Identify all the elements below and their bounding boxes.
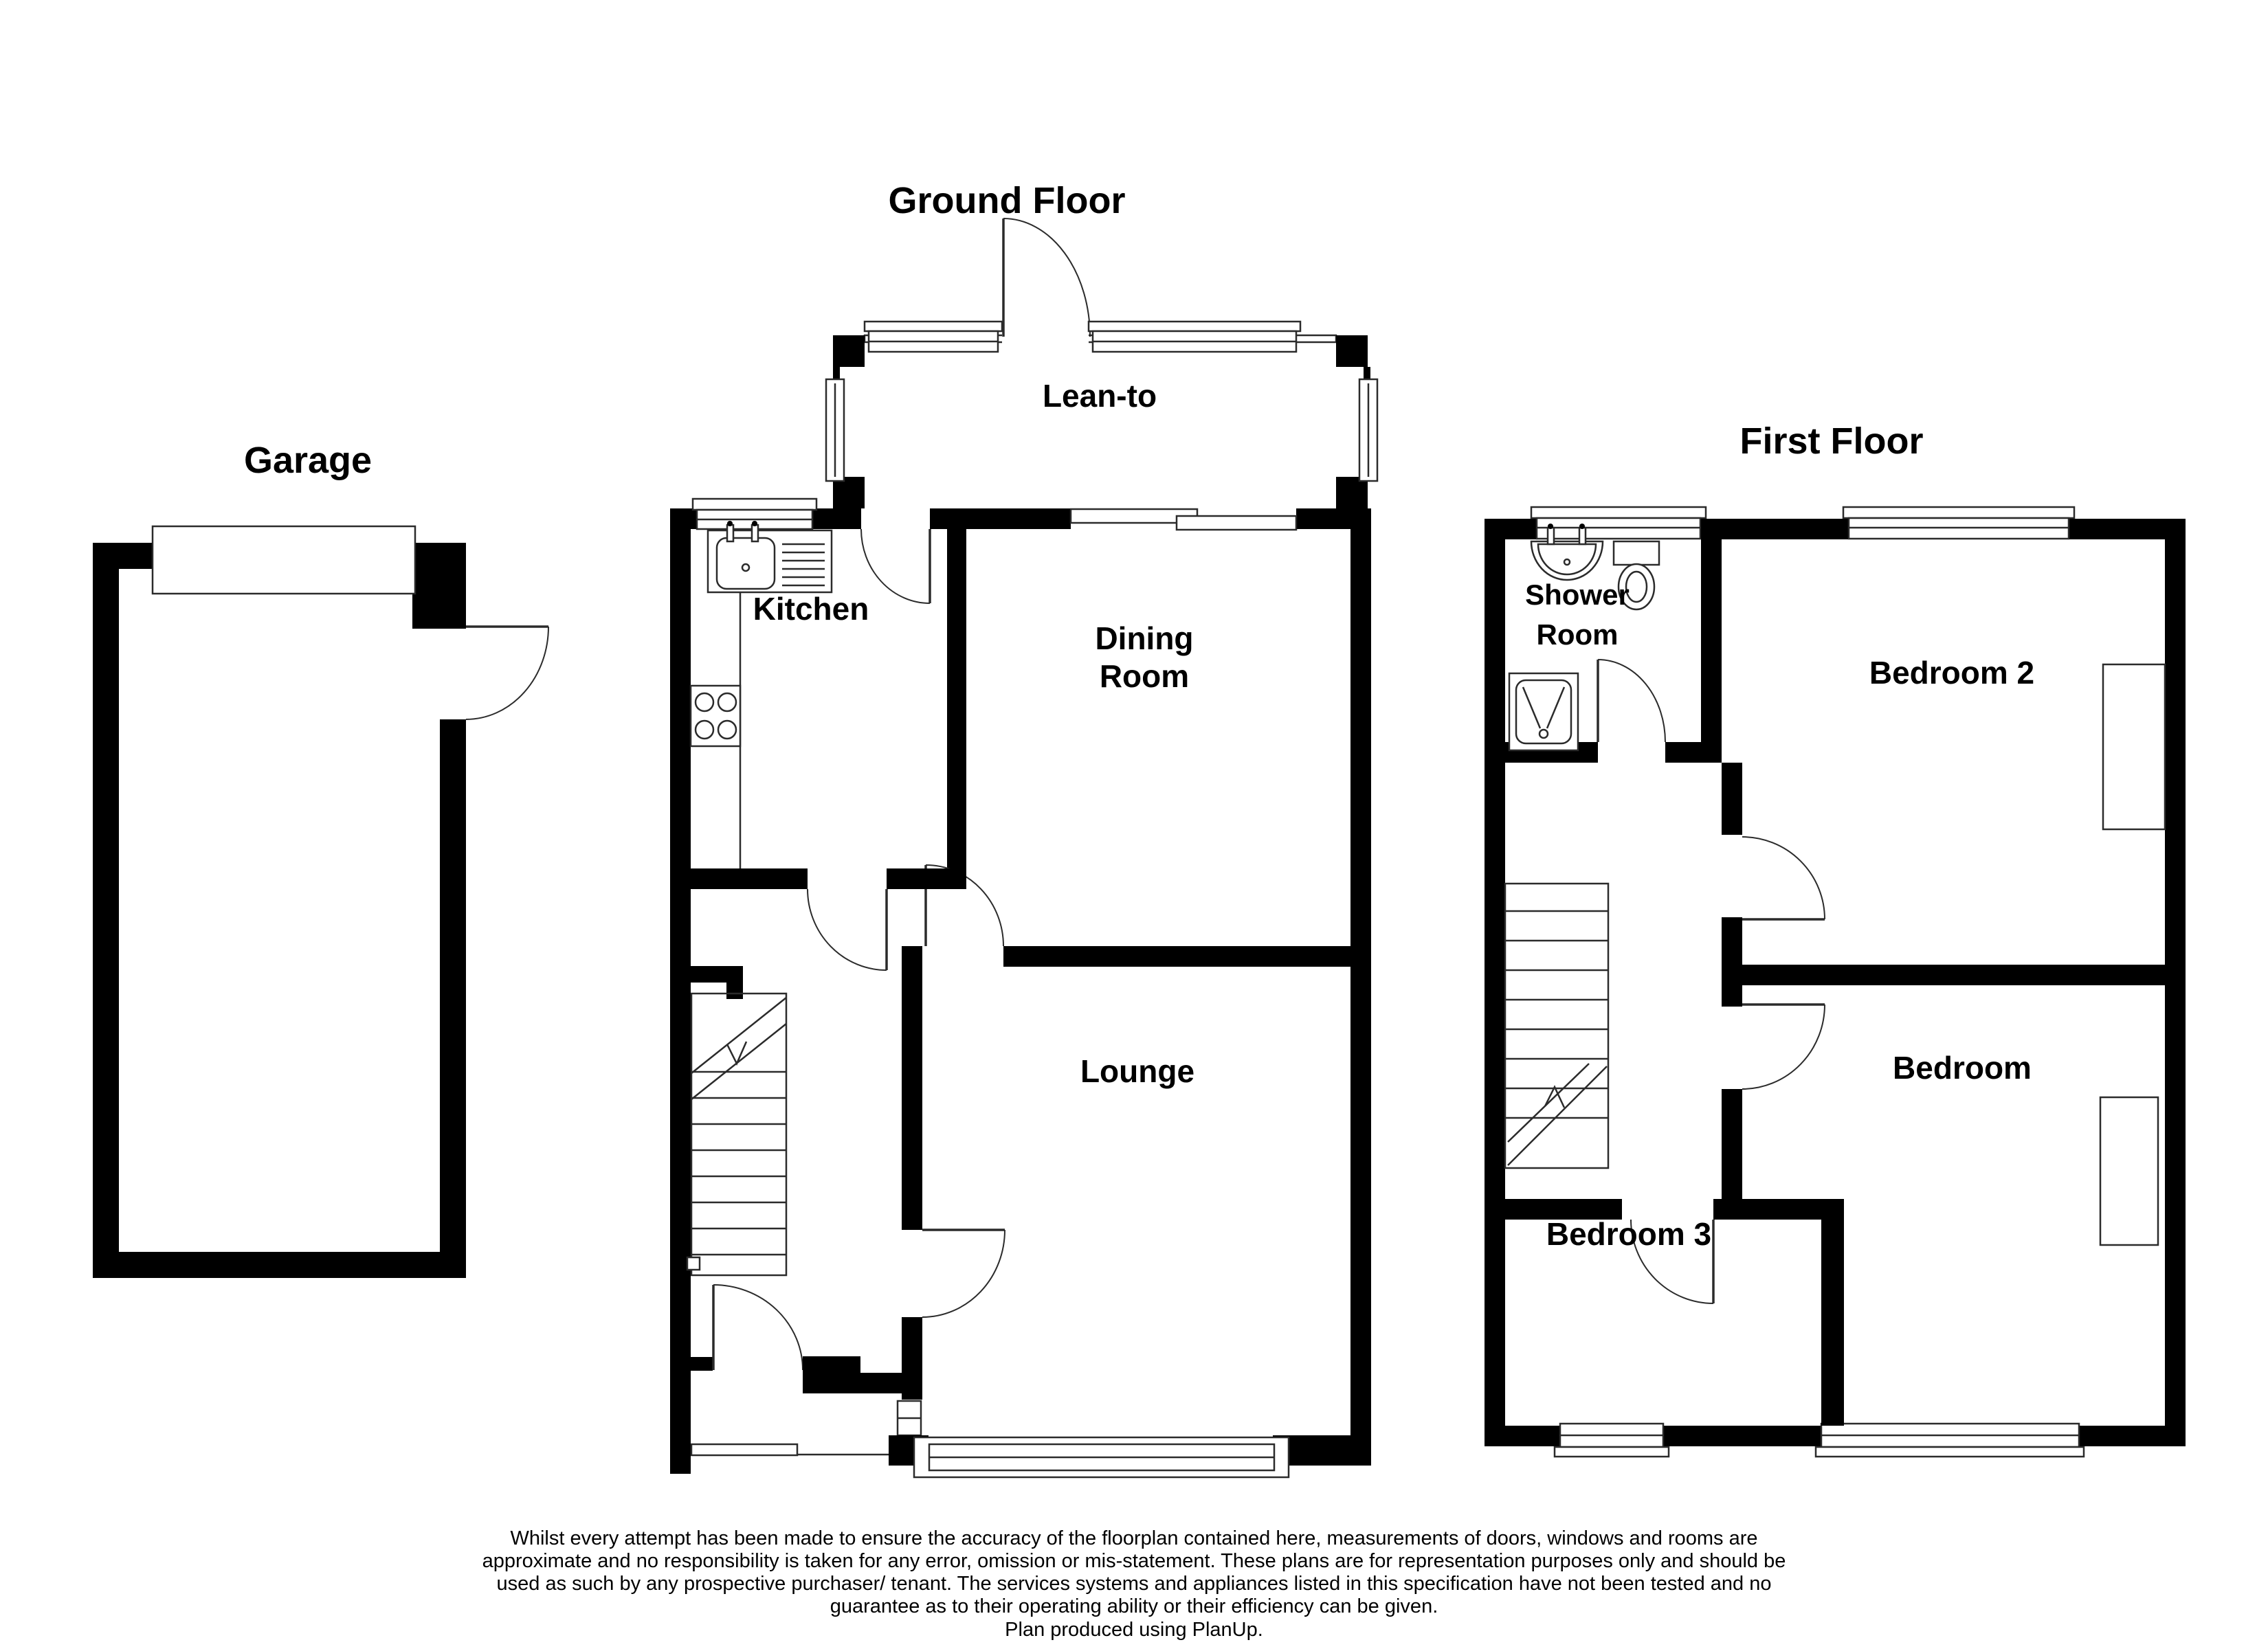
garage-plan: Garage [93,440,549,1278]
shower-room-label-line2: Room [1537,618,1619,651]
bedroom2-room: Bedroom 2 [1742,655,2166,985]
first-floor-plan: First Floor [1485,420,2186,1458]
disclaimer-line-3: used as such by any prospective purchase… [497,1573,1772,1595]
hob-icon [689,684,742,748]
lounge-door [922,1229,1005,1318]
lean-to-window-right [1358,378,1379,482]
porch-wall-stub [691,1357,713,1371]
ground-floor-plan: Ground Floor [670,180,1379,1479]
kitchen-dining-wall [947,529,966,868]
first-floor-title: First Floor [1740,420,1924,462]
shower-room-label-line1: Shower [1525,579,1630,611]
basin-icon [1530,524,1604,581]
porch-step-wall [803,1356,902,1393]
disclaimer-line-4: guarantee as to their operating ability … [830,1595,1438,1617]
first-floor-walls [1485,519,2186,1446]
bedroom2-bedroom-wall [1742,965,2165,985]
garage-label: Garage [244,440,372,481]
hall-door [807,888,888,971]
lounge-label: Lounge [1080,1053,1194,1089]
bedroom-door [1742,1003,1825,1090]
lean-to-window-left [825,378,845,482]
bedroom3-room: Bedroom 3 [1505,1199,1844,1426]
dining-room: Dining Room [924,508,1350,967]
bedroom-window [1814,1422,2085,1458]
staircase-first [1504,882,1610,1169]
garage-door [151,525,416,595]
shower-room-door [1597,659,1666,743]
bedroom2-door [1742,836,1825,921]
shower-room-window [1530,506,1707,540]
lean-to-window-top-right [1087,320,1302,353]
lounge-room: Lounge [889,946,1350,1479]
lean-to-door [1002,218,1091,344]
kitchen-label: Kitchen [753,591,869,627]
front-door [712,1284,803,1371]
lean-to-window-top-left [863,320,1003,353]
bedroom2-wardrobe [2102,663,2166,831]
porch-window [690,1443,890,1457]
ground-floor-title: Ground Floor [889,180,1126,221]
garage-walls [93,543,466,1278]
bedroom-wardrobe [2099,1096,2159,1246]
bedroom3-label: Bedroom 3 [1546,1216,1711,1252]
kitchen-room: Kitchen [689,497,931,868]
bedroom2-label: Bedroom 2 [1869,655,2034,691]
bedroom2-window [1842,506,2076,540]
dining-sliding-doors [1069,508,1298,531]
lounge-side-window [896,1400,922,1437]
staircase-ground [686,992,788,1277]
disclaimer-line-2: approximate and no responsibility is tak… [482,1550,1786,1572]
lean-to-label: Lean-to [1043,378,1157,414]
kitchen-door [860,528,931,604]
dining-lounge-wall [1003,946,1350,967]
hallway [686,868,966,1457]
sink-icon [707,521,833,594]
shower-room: Shower Room [1505,519,1722,763]
toilet-icon [1612,540,1660,611]
bedroom3-door [1630,1219,1715,1304]
disclaimer-text: Whilst every attempt has been made to en… [482,1527,1786,1641]
bedroom-label: Bedroom [1893,1050,2032,1086]
bedroom-room: Bedroom [1742,1003,2159,1246]
lounge-left-wall-lower [902,1317,922,1400]
bedroom3-bedroom-wall [1821,1199,1844,1426]
lean-to-room: Lean-to [825,218,1379,508]
bedroom3-window [1553,1422,1670,1458]
garage-side-door [465,625,549,720]
dining-label-line1: Dining [1095,620,1193,656]
lounge-bay-window [913,1436,1290,1479]
disclaimer-line-1: Whilst every attempt has been made to en… [510,1527,1757,1549]
ground-floor-walls [670,508,1371,1474]
dining-label-line2: Room [1100,658,1189,694]
shower-tray-icon [1508,672,1579,752]
lounge-left-wall-upper [902,946,922,1230]
landing [1504,763,1742,1199]
disclaimer-line-5: Plan produced using PlanUp. [1005,1619,1263,1641]
